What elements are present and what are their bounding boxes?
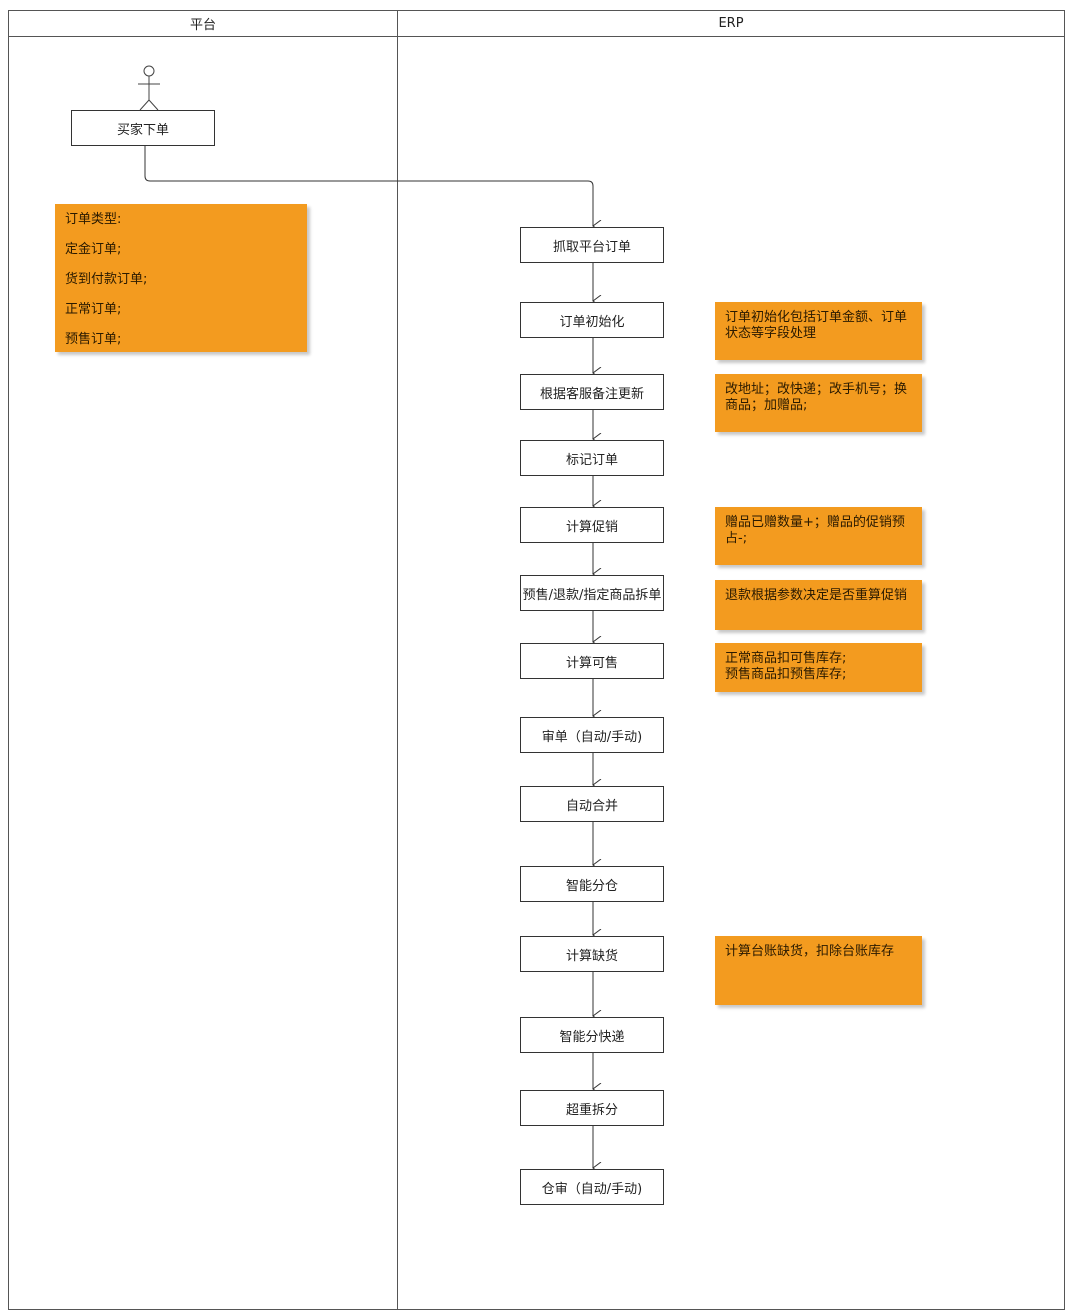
actor-icon: [138, 65, 160, 111]
step-update-by-service-remark[interactable]: 根据客服备注更新: [520, 374, 664, 410]
note-service-remark: 改地址；改快递；改手机号；换 商品；加赠品;: [715, 374, 922, 432]
order-types-note: 订单类型: 定金订单; 货到付款订单; 正常订单; 预售订单;: [55, 204, 307, 352]
order-types-note-line: 正常订单;: [65, 302, 122, 317]
note-line: 预售商品扣预售库存;: [725, 667, 847, 682]
note-line: 赠品已赠数量+；赠品的促销预: [725, 515, 905, 530]
note-line: 状态等字段处理: [725, 326, 817, 341]
note-line: 占-;: [725, 531, 748, 546]
note-promotion: 赠品已赠数量+；赠品的促销预 占-;: [715, 507, 922, 565]
step-review-order[interactable]: 审单（自动/手动): [520, 717, 664, 753]
note-line: 退款根据参数决定是否重算促销: [725, 588, 908, 603]
note-refund-split: 退款根据参数决定是否重算促销: [715, 580, 922, 630]
step-fetch-platform-orders[interactable]: 抓取平台订单: [520, 227, 664, 263]
note-line: 计算台账缺货，扣除台账库存: [725, 944, 895, 959]
step-smart-warehouse-allocation[interactable]: 智能分仓: [520, 866, 664, 902]
connector-platform-to-erp: [144, 146, 593, 226]
note-order-initialization: 订单初始化包括订单金额、订单 状态等字段处理: [715, 302, 922, 360]
step-overweight-split[interactable]: 超重拆分: [520, 1090, 664, 1126]
note-sellable-inventory: 正常商品扣可售库存; 预售商品扣预售库存;: [715, 643, 922, 692]
step-calculate-sellable[interactable]: 计算可售: [520, 643, 664, 679]
note-line: 改地址；改快递；改手机号；换: [725, 382, 908, 397]
note-shortage: 计算台账缺货，扣除台账库存: [715, 936, 922, 1005]
step-calculate-shortage[interactable]: 计算缺货: [520, 936, 664, 972]
step-split-order[interactable]: 预售/退款/指定商品拆单: [520, 575, 664, 611]
order-types-note-line: 定金订单;: [65, 242, 122, 257]
step-smart-courier-allocation[interactable]: 智能分快递: [520, 1017, 664, 1053]
platform-lane-header: 平台: [9, 11, 397, 37]
note-line: 商品；加赠品;: [725, 398, 808, 413]
order-types-note-line: 货到付款订单;: [65, 272, 148, 287]
erp-lane-header: ERP: [398, 11, 1064, 37]
note-line: 正常商品扣可售库存;: [725, 651, 847, 666]
note-line: 订单初始化包括订单金额、订单: [725, 310, 908, 325]
step-warehouse-review[interactable]: 仓审（自动/手动): [520, 1169, 664, 1205]
order-types-note-line: 订单类型:: [65, 212, 122, 227]
step-mark-order[interactable]: 标记订单: [520, 440, 664, 476]
step-buyer-place-order[interactable]: 买家下单: [71, 110, 215, 146]
step-order-initialization[interactable]: 订单初始化: [520, 302, 664, 338]
step-auto-merge[interactable]: 自动合并: [520, 786, 664, 822]
step-calculate-promotion[interactable]: 计算促销: [520, 507, 664, 543]
order-types-note-line: 预售订单;: [65, 332, 122, 347]
